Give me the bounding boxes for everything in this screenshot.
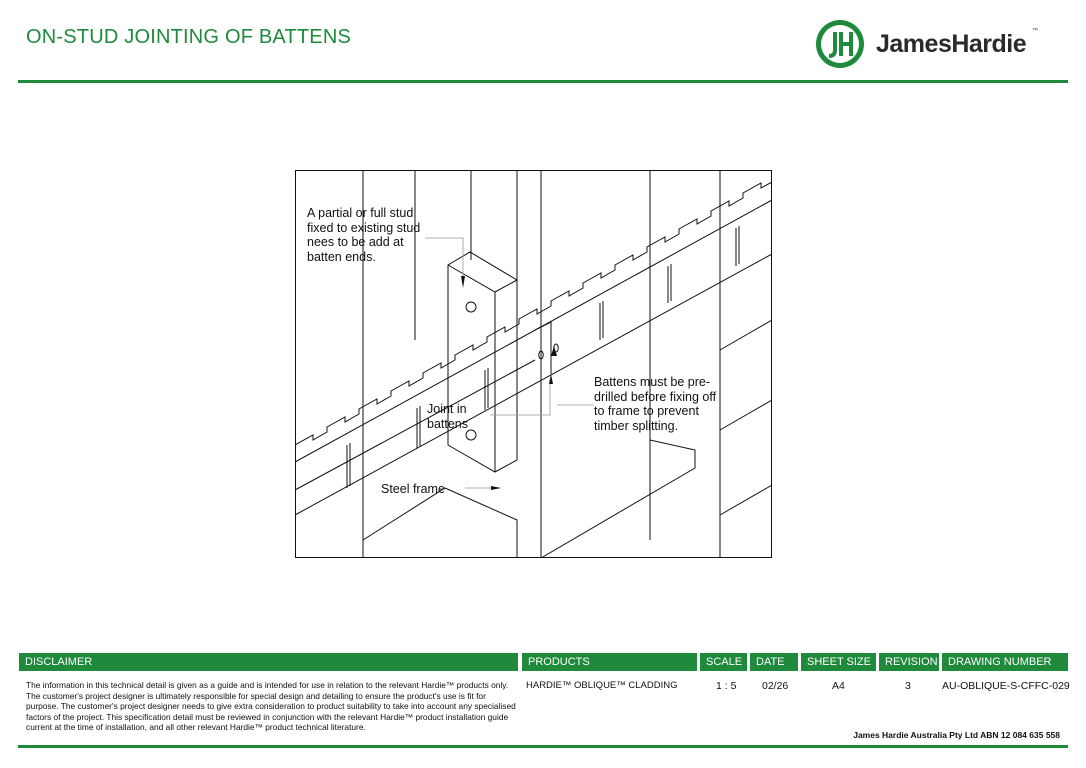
products-header: PRODUCTS [522, 653, 697, 671]
note-predrill-battens: Battens must be pre- drilled before fixi… [594, 375, 717, 433]
note-partial-stud: A partial or full stud fixed to existing… [307, 206, 421, 264]
disclaimer-text: The information in this technical detail… [26, 680, 516, 733]
revision-header: REVISION [879, 653, 939, 671]
batten-jointing-illustration [295, 170, 772, 558]
sheet-size-header: SHEET SIZE [801, 653, 876, 671]
technical-drawing: A partial or full stud fixed to existing… [295, 170, 772, 558]
sheet-size-value: A4 [832, 680, 845, 692]
disclaimer-header: DISCLAIMER [19, 653, 518, 671]
drawing-number-header: DRAWING NUMBER [942, 653, 1068, 671]
jh-monogram-icon [816, 20, 864, 68]
header-divider [18, 80, 1068, 83]
scale-value: 1 : 5 [716, 680, 737, 692]
scale-header: SCALE [700, 653, 747, 671]
note-steel-frame: Steel frame [381, 482, 445, 496]
footer-divider [18, 745, 1068, 748]
revision-value: 3 [905, 680, 911, 692]
drawing-border [295, 170, 772, 558]
date-value: 02/26 [762, 680, 789, 692]
logo-wordmark: JamesHardie [876, 30, 1027, 58]
note-joint-in-battens: Joint in battens [427, 402, 469, 431]
page-title: ON-STUD JOINTING OF BATTENS [26, 26, 352, 48]
james-hardie-logo: JamesHardie ™ [814, 18, 1064, 70]
logo-trademark: ™ [1032, 28, 1038, 34]
products-value: HARDIE™ OBLIQUE™ CLADDING [526, 680, 678, 691]
company-abn: James Hardie Australia Pty Ltd ABN 12 08… [853, 730, 1060, 740]
date-header: DATE [750, 653, 798, 671]
drawing-number-value: AU-OBLIQUE-S-CFFC-029 [942, 680, 1070, 692]
